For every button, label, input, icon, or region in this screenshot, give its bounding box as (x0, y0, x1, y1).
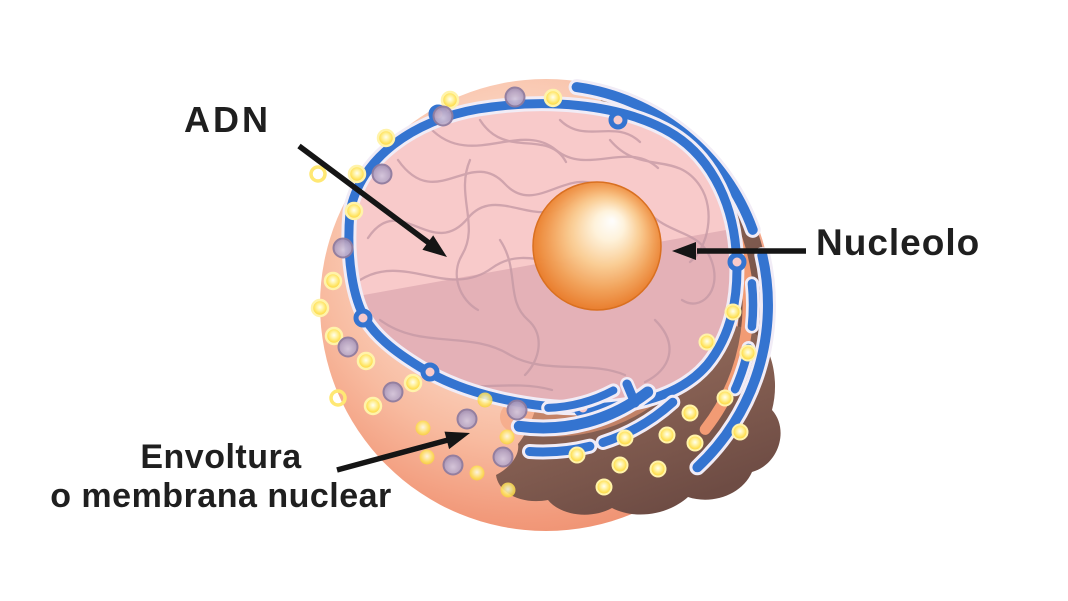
ribosome-rings (309, 165, 347, 407)
label-nucleolo: Nucleolo (816, 222, 981, 263)
label-adn: ADN (184, 99, 271, 140)
label-envoltura: Envoltura o membrana nuclear (28, 438, 414, 516)
ribosome-dots-brown (568, 303, 757, 496)
dna-strands (358, 118, 716, 392)
nucleolo-arrow (672, 242, 806, 260)
envoltura-arrow (336, 431, 470, 473)
label-envoltura-line2: o membrana nuclear (50, 477, 392, 515)
er-lamellae-bars (510, 377, 681, 460)
ribosome-dots-surface (415, 392, 516, 498)
label-envoltura-line1: Envoltura (140, 438, 302, 476)
nuclear-pore-dots (332, 86, 528, 476)
adn-arrow (297, 143, 447, 257)
nucleolus-sphere (532, 181, 662, 311)
ribosome-dots-rim (310, 88, 563, 416)
